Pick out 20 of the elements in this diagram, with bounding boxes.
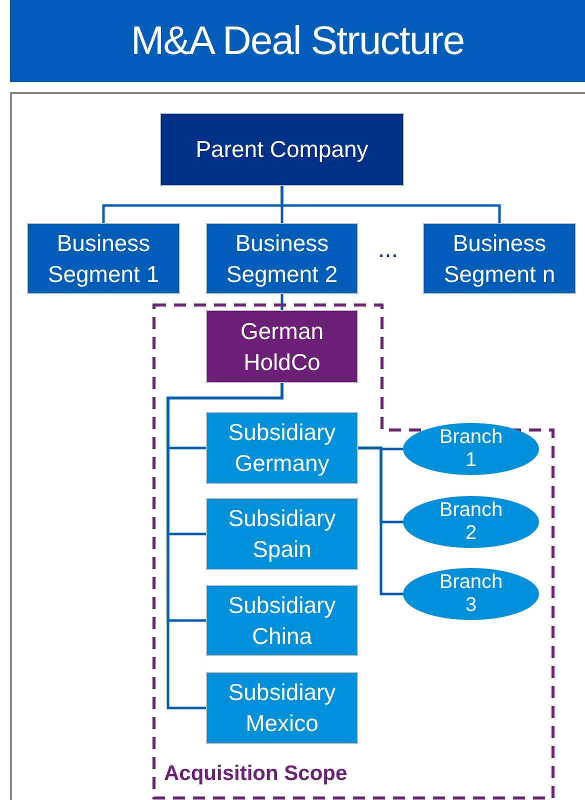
connector-line [358,446,403,596]
branch-ellipse: Branch 3 [403,568,539,620]
connector-line [280,186,501,223]
org-box: Business Segment 1 [27,223,180,294]
ellipsis-text: ... [378,236,398,264]
connector-line [166,383,284,710]
org-box: Business Segment 2 [206,223,358,294]
title-banner: M&A Deal Structure [10,0,585,82]
region-label: Acquisition Scope [164,761,348,787]
branch-ellipse: Branch 2 [403,496,539,548]
acquisition-scope-region [152,303,555,800]
org-box: Parent Company [160,113,404,186]
connector-line [280,294,284,310]
org-box: Subsidiary Germany [206,412,358,484]
org-box: Subsidiary China [206,585,358,656]
org-box: Business Segment n [423,223,576,294]
org-box: Subsidiary Spain [206,498,358,570]
org-box: Subsidiary Mexico [206,672,358,744]
branch-ellipse: Branch 1 [403,423,539,475]
org-box: German HoldCo [206,310,358,383]
